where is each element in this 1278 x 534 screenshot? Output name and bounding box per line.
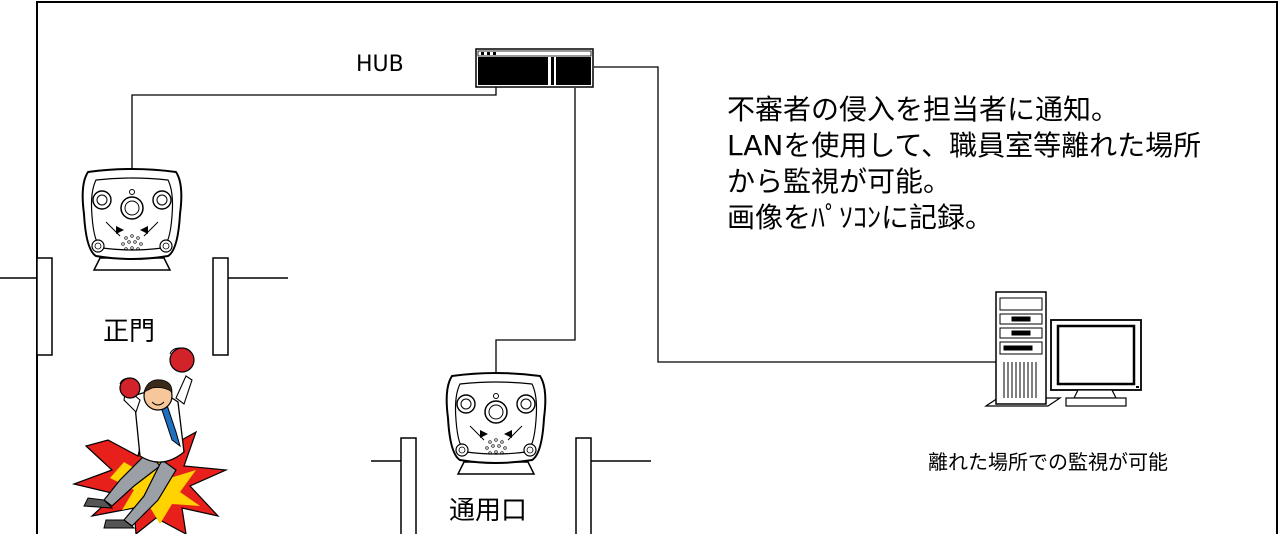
cable-hub-to-main-gate (131, 85, 497, 170)
camera-main-gate (81, 168, 183, 271)
camera-side-gate (445, 372, 547, 475)
system-description: 不審者の侵入を担当者に通知。 LANを使用して、職員室等離れた場所 から監視が可… (727, 92, 1201, 236)
description-line: 不審者の侵入を担当者に通知。 (727, 93, 1120, 126)
hub-label: HUB (356, 52, 404, 77)
description-line: 画像をﾊﾟｿｺﾝに記録。 (727, 201, 994, 234)
pc-workstation-icon (984, 291, 1142, 407)
cable-hub-to-pc (594, 66, 996, 363)
main-gate-posts (0, 257, 288, 356)
side-gate-posts (371, 437, 651, 534)
hub-device (475, 48, 594, 88)
remote-monitoring-label: 離れた場所での監視が可能 (928, 450, 1168, 474)
intruder-figure (71, 347, 229, 534)
description-line: から監視が可能。 (727, 165, 952, 198)
side-gate-label: 通用口 (449, 496, 528, 526)
main-gate-label: 正門 (103, 317, 156, 347)
cable-hub-to-side-gate (495, 88, 576, 374)
network-cables (131, 66, 996, 374)
description-line: LANを使用して、職員室等離れた場所 (727, 129, 1202, 162)
